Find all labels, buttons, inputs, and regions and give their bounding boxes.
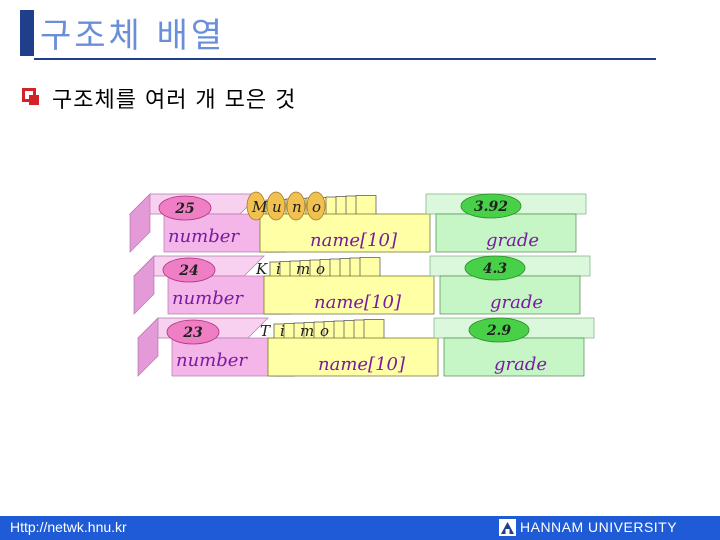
grade-value: 4.3	[483, 261, 508, 277]
name-label: name[10]	[310, 230, 398, 251]
name-char: o	[316, 260, 325, 278]
footer-university: HANNAM UNIVERSITY	[520, 519, 678, 535]
name-char: n	[292, 198, 302, 216]
bullet-icon	[22, 88, 39, 105]
name-char: M	[251, 198, 268, 216]
grade-value: 3.92	[474, 199, 508, 215]
page-title: 구조체 배열	[40, 16, 226, 56]
name-char: i	[276, 260, 281, 278]
number-value: 24	[178, 263, 198, 279]
footer-bar: Http://netwk.hnu.kr HANNAM UNIVERSITY	[0, 516, 720, 540]
name-field	[259, 213, 431, 253]
name-field	[267, 337, 439, 377]
bullet-text: 구조체를 여러 개 모은 것	[52, 88, 297, 113]
name-char-oval	[246, 191, 266, 221]
grade-value: 2.9	[486, 323, 512, 339]
title-accent-bar	[20, 10, 34, 56]
grade-value-oval	[468, 317, 530, 343]
number-field-side	[133, 255, 155, 315]
name-char: m	[296, 260, 310, 278]
name-char: o	[312, 198, 321, 216]
number-field-side	[129, 193, 151, 253]
number-value-oval	[162, 257, 216, 283]
name-char: u	[272, 198, 282, 216]
grade-value-oval	[460, 193, 522, 219]
number-value: 25	[174, 201, 194, 217]
grade-label: grade	[494, 354, 547, 375]
title-underline	[34, 58, 656, 60]
number-label: number	[176, 350, 248, 371]
name-char: m	[300, 322, 314, 340]
number-field-side	[137, 317, 159, 377]
name-field	[263, 275, 435, 315]
name-char: K	[255, 260, 268, 278]
name-char: o	[320, 322, 329, 340]
name-char: i	[280, 322, 285, 340]
name-label: name[10]	[314, 292, 402, 313]
footer-url: Http://netwk.hnu.kr	[10, 519, 127, 535]
name-char-oval	[266, 191, 286, 221]
grade-value-oval	[464, 255, 526, 281]
university-logo-icon	[499, 519, 516, 536]
name-char-oval	[306, 191, 326, 221]
number-label: number	[168, 226, 240, 247]
name-char-oval	[286, 191, 306, 221]
grade-label: grade	[490, 292, 543, 313]
name-char: T	[260, 322, 271, 340]
number-label: number	[172, 288, 244, 309]
grade-label: grade	[486, 230, 539, 251]
number-value-oval	[158, 195, 212, 221]
name-label: name[10]	[318, 354, 406, 375]
number-value-oval	[166, 319, 220, 345]
grade-field	[443, 337, 585, 377]
number-value: 23	[182, 325, 203, 341]
